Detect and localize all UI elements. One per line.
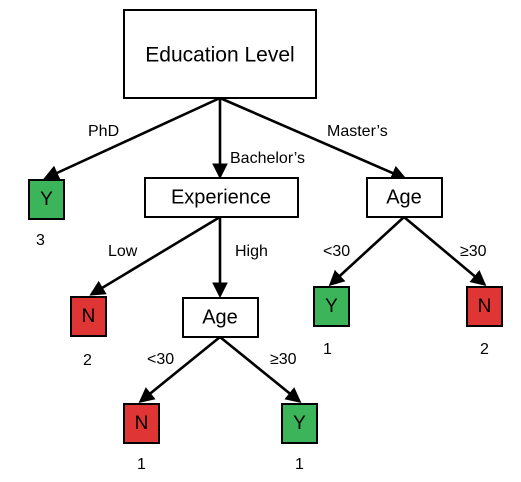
- leaf-phd: Y 3: [28, 179, 65, 249]
- node-label-experience: Experience: [171, 186, 271, 208]
- decision-node-age-high: Age: [182, 297, 259, 338]
- edge-label-high: High: [235, 243, 268, 260]
- leaf-count-masters-young: 1: [323, 341, 332, 358]
- leaf-count-high-young: 1: [137, 456, 146, 473]
- leaf-masters-young: Y 1: [313, 286, 350, 358]
- leaf-count-masters-old: 2: [480, 341, 489, 358]
- edge-label-bachelors: Bachelor’s: [230, 150, 305, 167]
- decision-node-experience: Experience: [144, 177, 299, 218]
- leaf-masters-old: N 2: [466, 286, 503, 358]
- leaf-label-low: N: [82, 306, 96, 327]
- leaf-label-masters-young: Y: [325, 296, 338, 317]
- leaf-low: N 2: [70, 296, 107, 369]
- leaf-label-high-old: Y: [293, 413, 306, 434]
- node-label-age-high: Age: [202, 306, 238, 328]
- edge-age-high-to-young: [138, 335, 221, 403]
- node-label-age-masters: Age: [386, 186, 422, 208]
- edges: [43, 96, 487, 403]
- leaf-label-masters-old: N: [478, 296, 492, 317]
- leaf-label-phd: Y: [40, 189, 53, 210]
- edge-label-low: Low: [108, 243, 138, 260]
- leaf-count-phd: 3: [36, 232, 45, 249]
- leaf-label-high-young: N: [135, 413, 149, 434]
- edge-age-masters-to-young: [328, 216, 405, 287]
- leaf-high-young: N 1: [123, 403, 160, 473]
- decision-node-age-masters: Age: [366, 177, 443, 218]
- edge-root-to-phd: [43, 96, 221, 180]
- leaf-high-old: Y 1: [281, 403, 318, 473]
- edge-label-phd: PhD: [88, 123, 119, 140]
- edge-age-high-to-old: [219, 335, 302, 403]
- node-label-root: Education Level: [145, 44, 294, 67]
- edge-label-high-lt30: <30: [147, 351, 174, 368]
- leaf-count-high-old: 1: [295, 456, 304, 473]
- decision-node-root: Education Level: [123, 9, 317, 99]
- edge-labels: PhD Bachelor’s Master’s Low High <30 ≥30…: [88, 123, 487, 368]
- edge-label-masters-lt30: <30: [323, 243, 350, 260]
- edge-age-masters-to-old: [403, 216, 487, 287]
- edge-experience-to-low: [89, 215, 221, 296]
- edge-label-masters: Master’s: [327, 123, 388, 140]
- edge-label-masters-ge30: ≥30: [460, 243, 487, 260]
- leaf-count-low: 2: [83, 352, 92, 369]
- edge-root-to-age-masters: [219, 96, 407, 181]
- edge-label-high-ge30: ≥30: [270, 351, 297, 368]
